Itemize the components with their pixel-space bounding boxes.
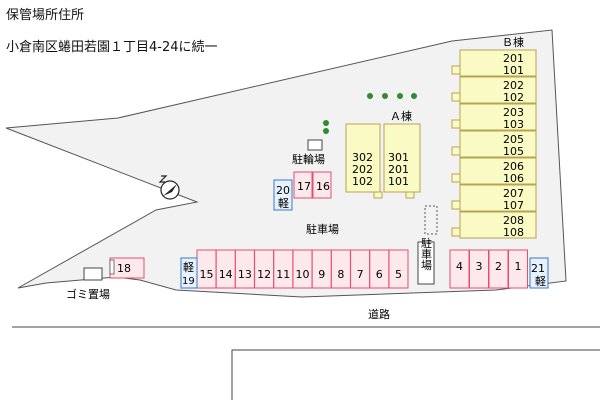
spot-number: 13 [238, 268, 252, 281]
spot-number: 10 [296, 268, 310, 281]
kei-label: 軽 [535, 275, 546, 288]
spot-number: 12 [257, 268, 271, 281]
building-b-unit: 105 [503, 145, 524, 158]
bicycle-parking-label: 駐輪場 [292, 152, 325, 166]
spot-number: 20 [276, 184, 290, 197]
building-a-unit: 102 [352, 175, 373, 188]
spot-number: 5 [395, 268, 402, 281]
spot-number: 11 [276, 268, 290, 281]
building-a-left-block [345, 123, 381, 193]
spot-number: 4 [456, 260, 463, 273]
building-b-unit-block [459, 103, 537, 131]
garbage-label: ゴミ置場 [66, 287, 110, 301]
building-a-unit: 302 [352, 151, 373, 164]
building-b-unit-block [459, 157, 537, 185]
parking-spot [312, 171, 332, 199]
building-b-unit-block [459, 76, 537, 104]
road-label: 道路 [368, 307, 390, 321]
building-b-unit: 207 [503, 187, 524, 200]
building-b-unit: 108 [503, 226, 524, 239]
page-title: 保管場所住所 [6, 8, 85, 23]
building-a-porch-right [405, 191, 415, 199]
spot-number: 1 [515, 260, 522, 273]
address-text: 小倉南区蜷田若園１丁目4-24に続一 [6, 40, 218, 55]
spot-number: 21 [531, 262, 545, 275]
tree-icon [397, 93, 403, 99]
building-b-unit: 102 [503, 91, 524, 104]
tree-icon [411, 93, 417, 99]
tree-icons [323, 93, 417, 134]
building-b-porch [451, 92, 461, 102]
spot-number: 7 [357, 268, 364, 281]
dashed-area [424, 205, 438, 235]
kei-spot-20 [273, 179, 293, 211]
parking-spot [388, 249, 409, 289]
building-b-unit: 203 [503, 106, 524, 119]
kei-spot-19 [180, 257, 198, 289]
building-a-porch-left [373, 191, 383, 199]
spot-number: 17 [297, 180, 311, 193]
building-b-unit: 101 [503, 64, 524, 77]
bicycle-shed-icon [307, 139, 323, 151]
building-b-unit-block [459, 211, 537, 239]
building-b-unit: 208 [503, 214, 524, 227]
building-b-unit-block [459, 130, 537, 158]
building-b-unit: 201 [503, 52, 524, 65]
kei-label: 軽 [183, 261, 194, 274]
north-arrow-icon [158, 175, 180, 200]
spot-18-marker [109, 259, 115, 275]
building-a-unit: 101 [388, 175, 409, 188]
building-a: Ａ棟 302 202 102 301 201 101 [345, 109, 421, 199]
building-b-unit: 202 [503, 79, 524, 92]
building-b-unit: 205 [503, 133, 524, 146]
building-b-unit: 106 [503, 172, 524, 185]
road-lower-line [231, 349, 600, 400]
building-b-unit: 103 [503, 118, 524, 131]
building-b-porch [451, 227, 461, 237]
building-b-unit-block [459, 184, 537, 212]
tree-icon [323, 120, 329, 126]
spot-number: 18 [117, 262, 131, 275]
building-a-unit: 201 [388, 163, 409, 176]
parking-vertical-label: 駐車場 [420, 236, 433, 271]
spot-number: 9 [318, 268, 325, 281]
building-b-unit: 206 [503, 160, 524, 173]
tree-icon [323, 128, 329, 134]
spot-number: 19 [182, 276, 195, 287]
parking-lot-label: 駐車場 [306, 222, 339, 236]
spot-number: 2 [495, 260, 502, 273]
tree-icon [382, 93, 388, 99]
building-b-label: Ｂ棟 [502, 35, 524, 49]
spot-number: 16 [316, 180, 330, 193]
tree-icon [367, 93, 373, 99]
parking-spot [508, 249, 528, 289]
kei-spot-21 [529, 257, 549, 289]
building-b-unit: 107 [503, 199, 524, 212]
building-b-porch [451, 146, 461, 156]
building-b-unit-block [459, 49, 537, 77]
kei-label: 軽 [278, 197, 289, 210]
garbage-shed-icon [83, 267, 103, 281]
spot-number: 3 [476, 260, 483, 273]
spot-number: 15 [200, 268, 214, 281]
lot-area [5, 29, 567, 298]
building-b-porch [451, 173, 461, 183]
building-a-unit: 202 [352, 163, 373, 176]
building-b: Ｂ棟 2011012021022031032051052061062071072… [451, 35, 537, 239]
parking-spot [293, 171, 313, 199]
building-a-right-block [383, 123, 421, 193]
spot-number: 6 [376, 268, 383, 281]
building-b-porch [451, 119, 461, 129]
building-a-label: Ａ棟 [390, 109, 412, 123]
spot-number: 14 [219, 268, 233, 281]
spot-number: 8 [337, 268, 344, 281]
parking-vertical-box [417, 241, 435, 285]
building-b-porch [451, 65, 461, 75]
building-a-unit: 301 [388, 151, 409, 164]
building-b-porch [451, 200, 461, 210]
